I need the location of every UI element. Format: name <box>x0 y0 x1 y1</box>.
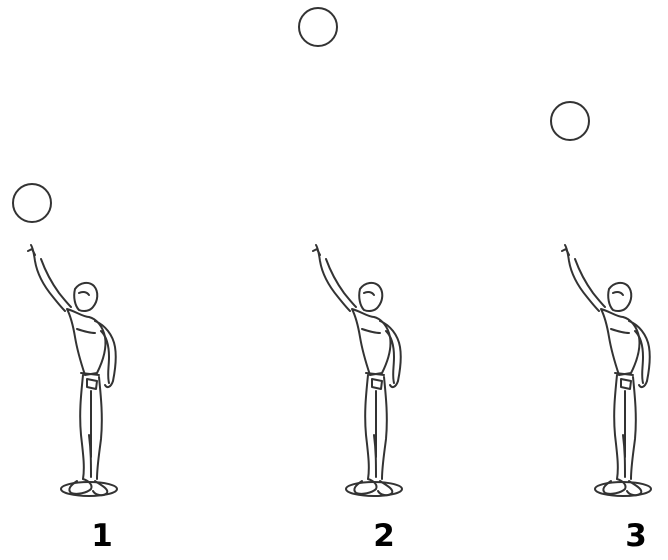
panel-1 <box>13 184 117 496</box>
panel-label-2: 2 <box>364 518 404 554</box>
ball-1 <box>13 184 51 222</box>
panel-label-3: 3 <box>616 518 656 554</box>
person-figure-1 <box>28 245 117 496</box>
panel-3 <box>551 102 651 496</box>
ball-2 <box>299 8 337 46</box>
panel-2 <box>299 8 402 496</box>
ball-3 <box>551 102 589 140</box>
person-figure-3 <box>562 245 651 496</box>
person-figure-2 <box>313 245 402 496</box>
panel-label-1: 1 <box>82 518 122 554</box>
